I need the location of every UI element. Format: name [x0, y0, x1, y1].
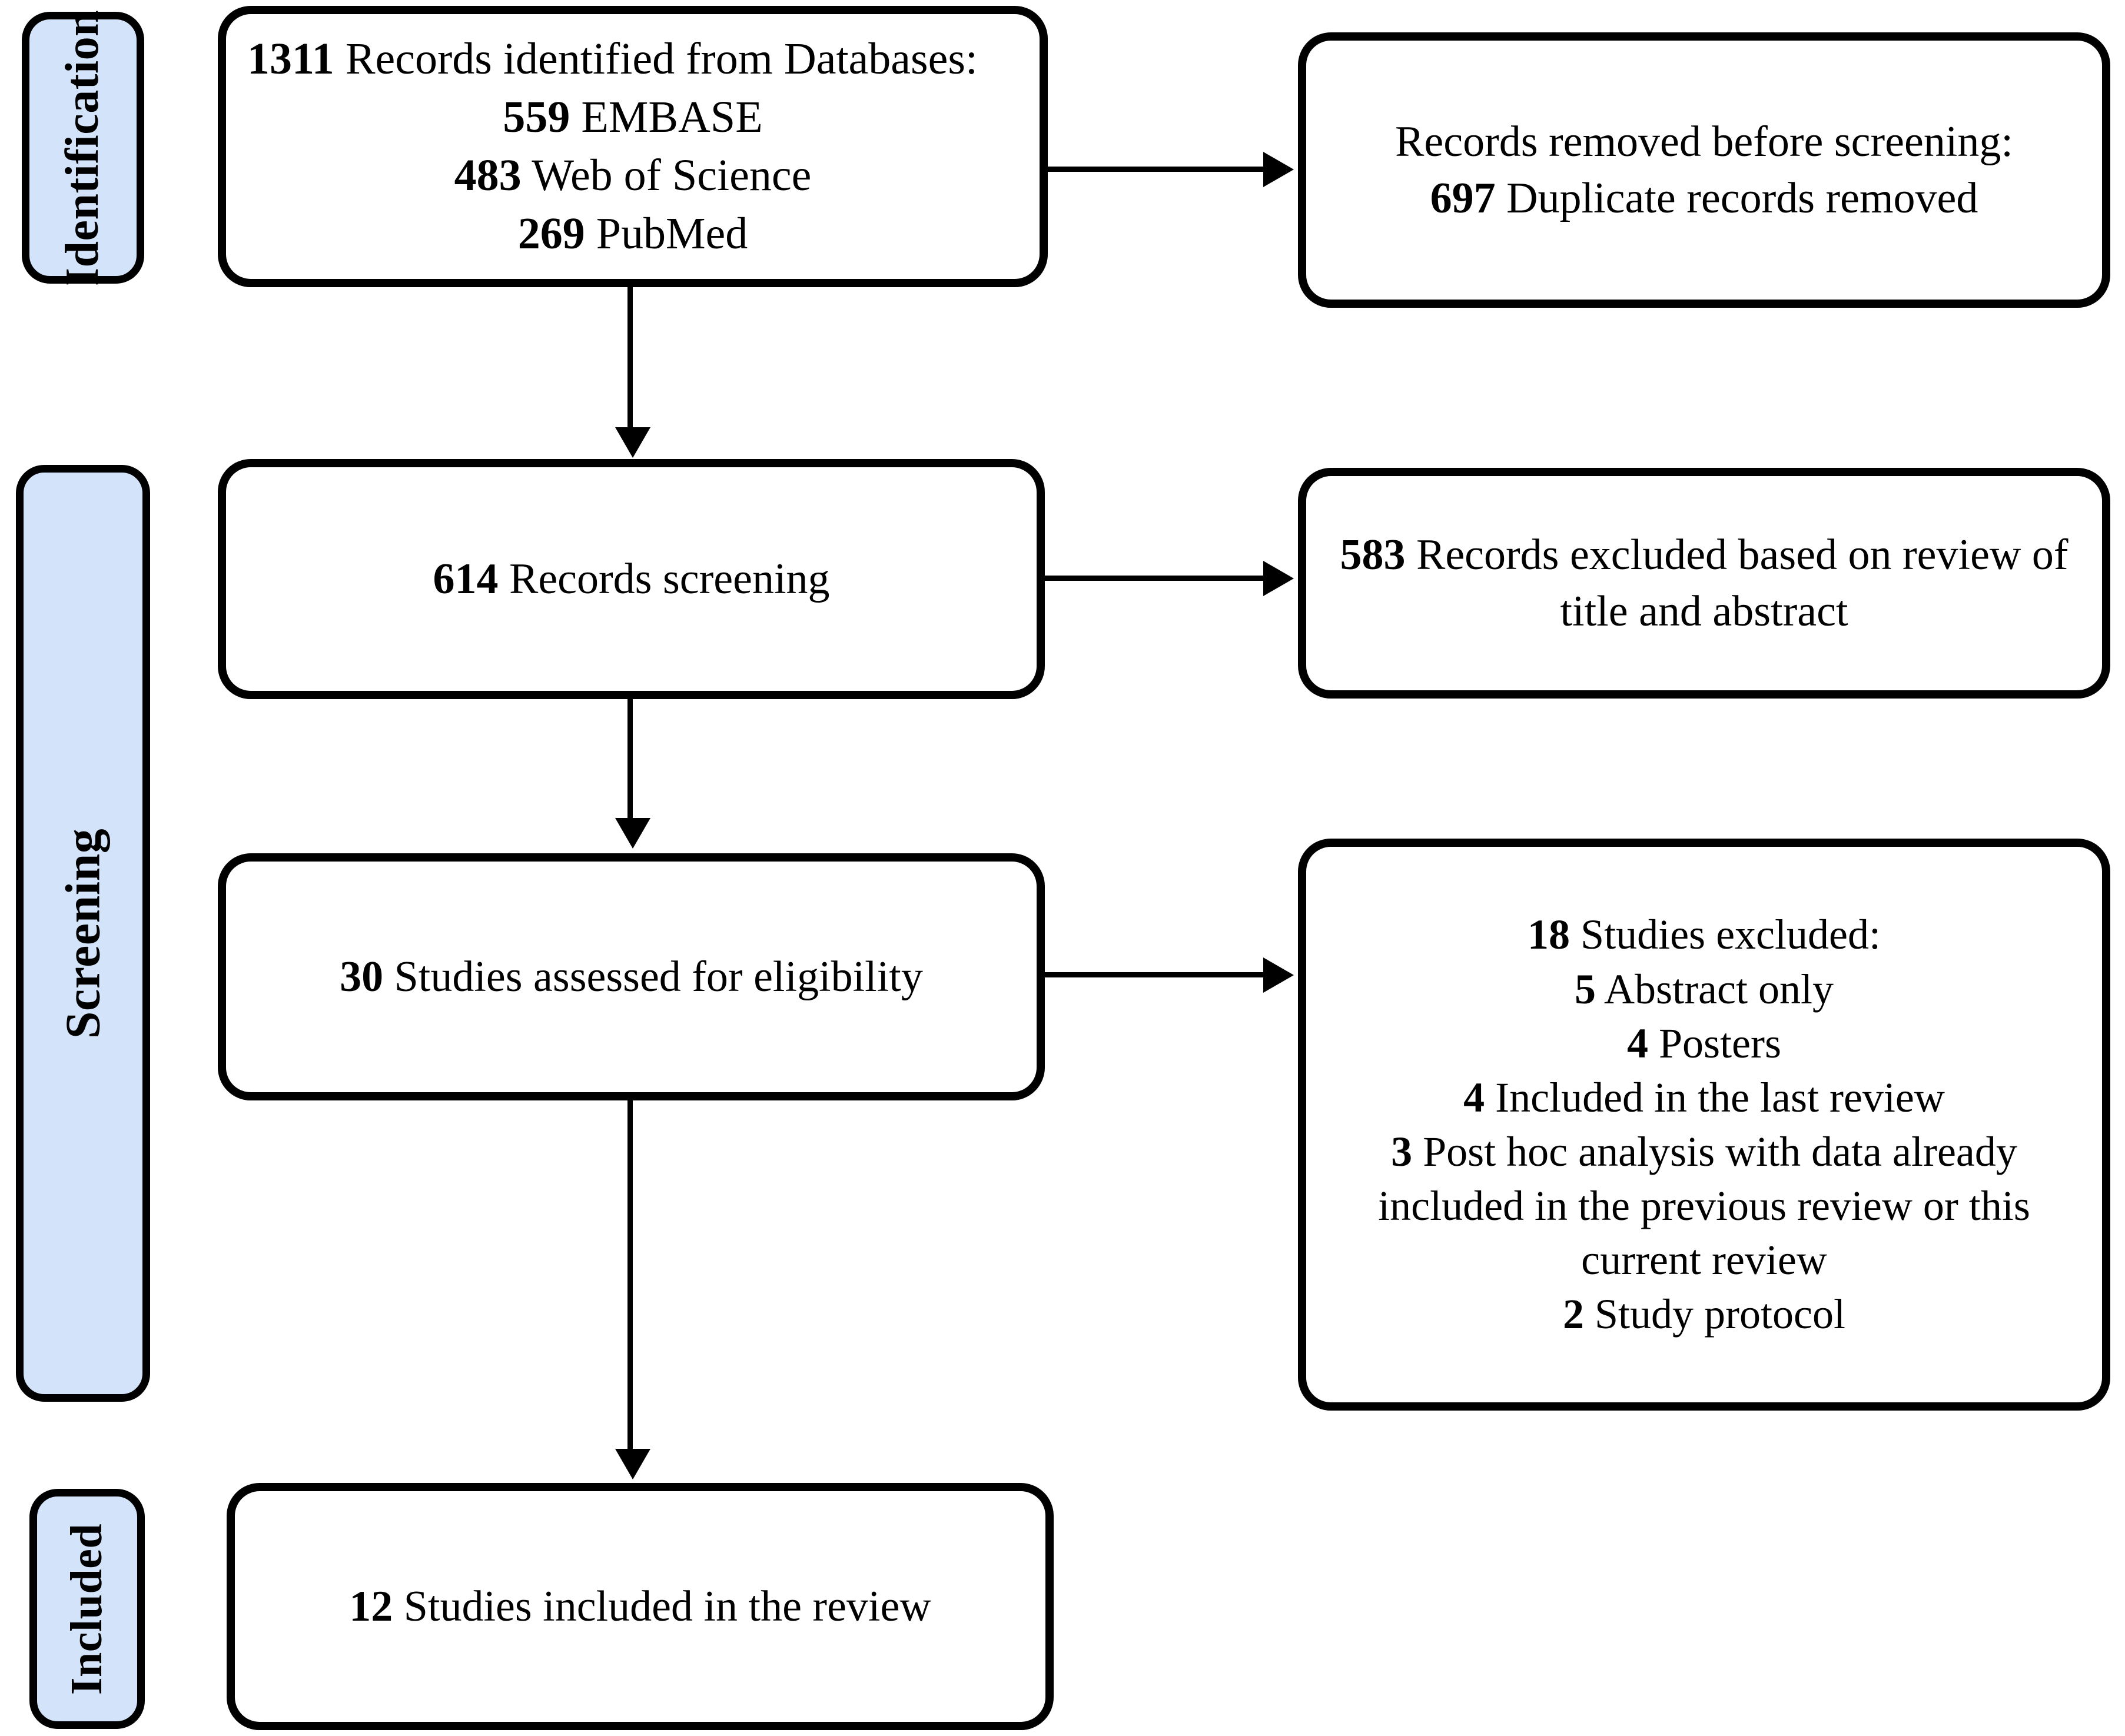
box-text-line: 614 Records screening [433, 554, 830, 603]
count-value: 2 [1563, 1291, 1584, 1338]
arrowhead-right-icon [1263, 957, 1294, 993]
box-text-line: 4 Included in the last review [1463, 1073, 1945, 1121]
box-studies-assessed-eligibility: 30 Studies assessed for eligibility [218, 853, 1045, 1100]
box-text-line: 483 Web of Science [454, 151, 812, 200]
connector-eligibility-to-included [627, 1100, 633, 1451]
stage-pill-screening: Screening [16, 465, 150, 1402]
box-text-line: current review [1581, 1236, 1827, 1284]
connector-eligibility-to-excluded-list [1045, 972, 1264, 977]
box-text: 583 Records excluded based on review of t… [1327, 527, 2081, 640]
box-records-screening: 614 Records screening [218, 459, 1045, 699]
box-text-line: 30 Studies assessed for eligibility [340, 952, 923, 1001]
count-value: 697 [1430, 174, 1496, 222]
box-records-excluded-title-abstract: 583 Records excluded based on review of t… [1298, 468, 2110, 699]
connector-identified-to-removed [1048, 167, 1264, 172]
count-value: 483 [454, 151, 522, 200]
box-text: 1311 Records identified from Databases: 5… [247, 30, 1018, 262]
box-text-line: 12 Studies included in the review [349, 1582, 931, 1631]
box-text-line: 3 Post hoc analysis with data already [1391, 1128, 2017, 1175]
box-records-identified: 1311 Records identified from Databases: 5… [218, 6, 1048, 287]
box-text: 12 Studies included in the review [256, 1578, 1024, 1635]
box-studies-included: 12 Studies included in the review [227, 1483, 1054, 1730]
connector-screening-to-excluded [1045, 576, 1264, 581]
box-text-line: 583 Records excluded based on review of [1340, 530, 2068, 579]
count-value: 5 [1575, 965, 1596, 1013]
count-value: 4 [1626, 1019, 1648, 1067]
stage-label-screening: Screening [55, 828, 111, 1039]
connector-screening-to-eligibility [627, 699, 633, 820]
count-value: 614 [433, 554, 499, 603]
connector-identified-to-screening [627, 287, 633, 430]
box-text-line: 1311 Records identified from Databases: [247, 34, 978, 84]
stage-label-identification: Identification [57, 9, 109, 286]
arrowhead-down-icon [615, 1449, 650, 1479]
count-value: 1311 [247, 34, 334, 84]
count-value: 3 [1391, 1128, 1413, 1175]
arrowhead-down-icon [615, 818, 650, 849]
box-studies-excluded-reasons: 18 Studies excluded: 5 Abstract only 4 Pos… [1298, 839, 2110, 1411]
count-value: 18 [1528, 911, 1570, 959]
count-value: 269 [517, 208, 585, 258]
box-text-line: title and abstract [1560, 587, 1848, 636]
box-text-line: Records removed before screening: [1395, 117, 2013, 166]
box-text-line: 2 Study protocol [1563, 1291, 1845, 1338]
box-text-line: included in the previous review or this [1378, 1182, 2030, 1230]
stage-label-included: Included [62, 1523, 112, 1695]
count-value: 12 [349, 1582, 393, 1631]
stage-pill-included: Included [29, 1489, 145, 1729]
box-text: Records removed before screening: 697 Dup… [1327, 114, 2081, 227]
box-text-line: 4 Posters [1626, 1019, 1782, 1067]
arrowhead-right-icon [1263, 152, 1294, 187]
count-value: 30 [340, 952, 384, 1001]
arrowhead-right-icon [1263, 561, 1294, 596]
arrowhead-down-icon [615, 427, 650, 458]
box-text: 614 Records screening [247, 551, 1015, 607]
box-text-line: 559 EMBASE [503, 92, 763, 142]
box-text: 18 Studies excluded: 5 Abstract only 4 Pos… [1327, 907, 2081, 1341]
box-text-line: 5 Abstract only [1575, 965, 1834, 1013]
count-value: 559 [503, 92, 570, 142]
box-text: 30 Studies assessed for eligibility [247, 949, 1015, 1005]
box-text-line: 697 Duplicate records removed [1430, 174, 1978, 222]
box-records-removed-before-screening: Records removed before screening: 697 Dup… [1298, 32, 2110, 308]
stage-pill-identification: Identification [22, 9, 144, 286]
box-text-line: 269 PubMed [517, 208, 748, 258]
count-value: 4 [1463, 1073, 1485, 1121]
box-text-line: 18 Studies excluded: [1528, 911, 1881, 959]
count-value: 583 [1340, 530, 1406, 579]
